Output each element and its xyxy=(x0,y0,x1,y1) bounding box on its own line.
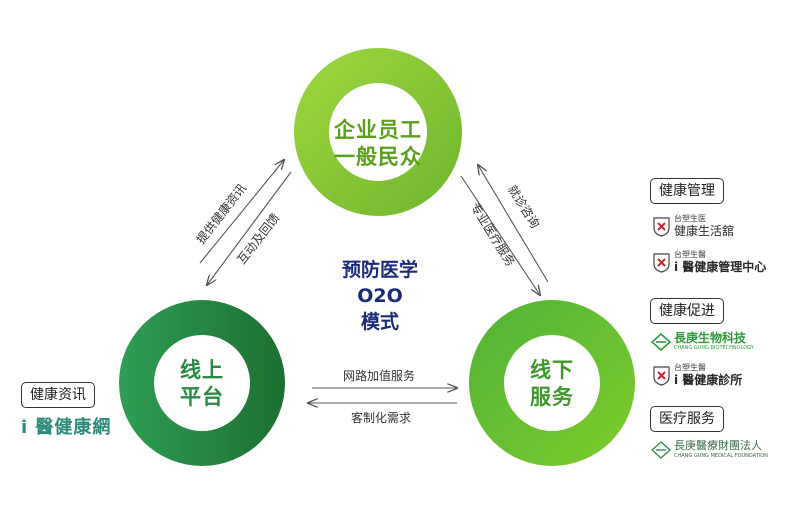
ring-top xyxy=(294,48,462,216)
center-line2: O2O xyxy=(357,285,403,307)
center-line3: 模式 xyxy=(360,311,399,333)
node-top-line2: 一般民众 xyxy=(334,145,422,169)
health-info-box: 健康资讯 xyxy=(21,382,95,408)
logo-chang-gung-medical-main: 長庚醫療財團法人 xyxy=(674,439,762,452)
medical-service-box: 医疗服务 xyxy=(650,406,724,432)
logo-health-life-hall-small: 台塑生医 xyxy=(674,214,706,223)
node-top-line1: 企业员工 xyxy=(334,118,422,142)
arrow-label-bottom-top: 网路加值服务 xyxy=(343,369,416,383)
arrow-label-bottom-bottom: 客制化需求 xyxy=(351,411,412,425)
logo-health-life-hall: 台塑生医 健康生活舘 xyxy=(653,214,734,238)
node-left-label: 线上 平台 xyxy=(162,357,242,411)
arrow-left-outer xyxy=(199,160,284,264)
arrow-left-inner xyxy=(207,171,292,285)
i-med-health-net-logo: i 醫健康網 xyxy=(21,413,111,439)
node-left-line2: 平台 xyxy=(180,385,224,409)
arrow-right-inner xyxy=(460,175,540,295)
center-line1: 预防医学 xyxy=(341,259,418,281)
i-med-health-net-text: i 醫健康網 xyxy=(21,417,112,438)
arrow-right-outer xyxy=(478,165,549,283)
node-top-label: 企业员工 一般民众 xyxy=(318,117,438,171)
logo-chang-gung-bio-main: 長庚生物科技 xyxy=(674,331,747,345)
ring-left xyxy=(119,300,285,466)
logo-i-med-health-clinic: 台塑生醫 i 醫健康診所 xyxy=(653,363,742,387)
logo-chang-gung-bio-small: CHANG GUNG BIOTECHNOLOGY xyxy=(674,345,754,351)
logo-i-med-health-mgmt-center: 台塑生醫 i 醫健康管理中心 xyxy=(653,250,766,274)
shield-icon xyxy=(653,216,670,237)
logo-i-med-mgmt-main: i 醫健康管理中心 xyxy=(674,260,767,274)
logo-chang-gung-medical-small: CHANG GUNG MEDICAL FOUNDATION xyxy=(674,453,768,459)
chang-gung-bio-icon xyxy=(651,332,671,351)
center-title: 预防医学 O2O 模式 xyxy=(320,257,440,335)
shield-icon xyxy=(653,252,670,273)
shield-icon xyxy=(653,365,670,386)
ring-right xyxy=(469,300,635,466)
logo-i-med-mgmt-small: 台塑生醫 xyxy=(674,250,706,259)
logo-health-life-hall-main: 健康生活舘 xyxy=(674,224,735,238)
health-promotion-box: 健康促进 xyxy=(650,298,724,324)
logo-chang-gung-medical-foundation: 長庚醫療財團法人 CHANG GUNG MEDICAL FOUNDATION xyxy=(651,439,768,460)
node-right-label: 线下 服务 xyxy=(512,357,592,411)
logo-i-med-clinic-main: i 醫健康診所 xyxy=(674,373,743,387)
node-left-line1: 线上 xyxy=(180,358,224,382)
health-management-box: 健康管理 xyxy=(650,178,724,204)
node-right-line1: 线下 xyxy=(530,358,574,382)
logo-chang-gung-biotech: 長庚生物科技 CHANG GUNG BIOTECHNOLOGY xyxy=(651,331,754,352)
chang-gung-medical-icon xyxy=(651,440,671,459)
node-right-line2: 服务 xyxy=(530,385,574,409)
logo-i-med-clinic-small: 台塑生醫 xyxy=(674,363,706,372)
